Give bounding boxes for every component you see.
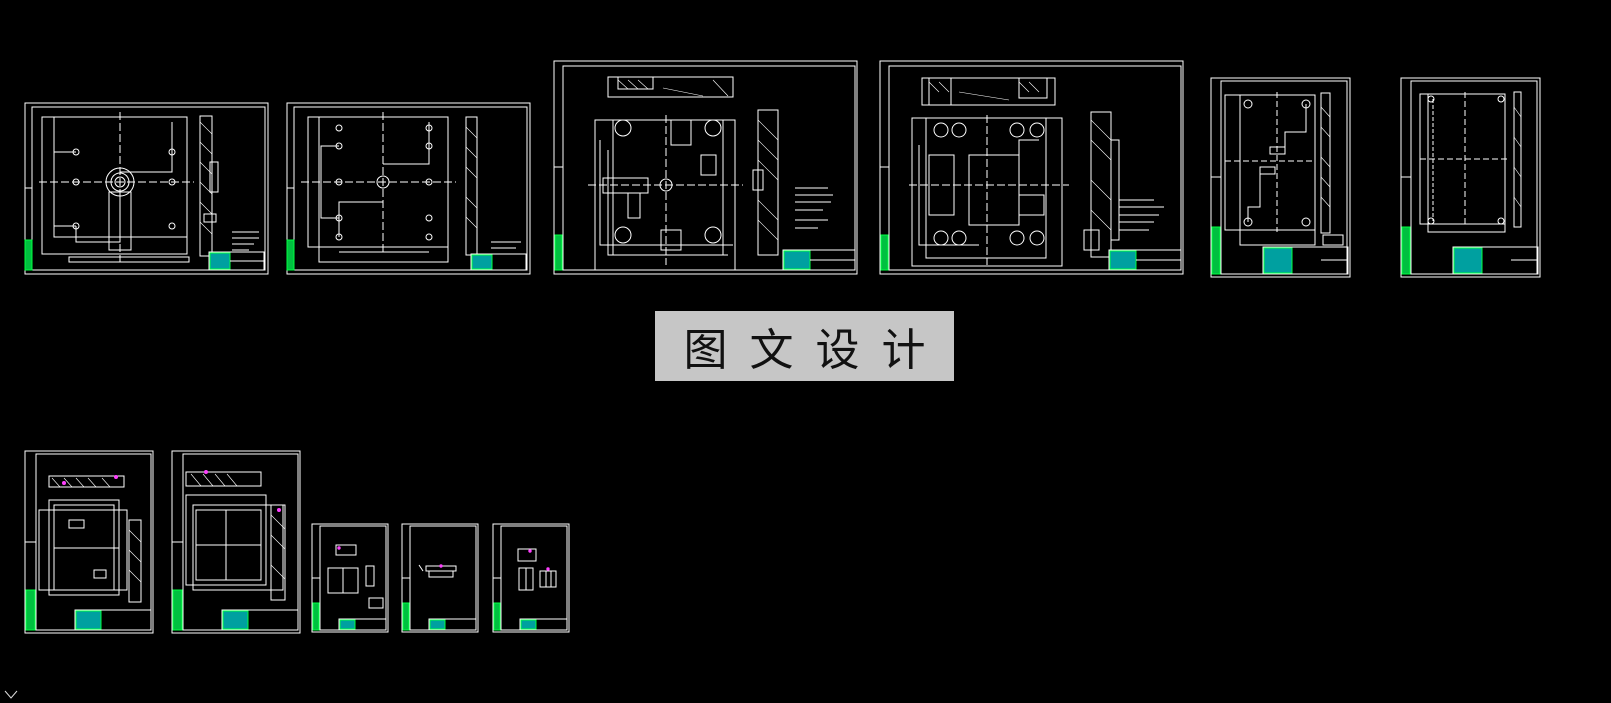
drawing-sheet-6[interactable] — [1400, 77, 1541, 278]
watermark-banner: 图文设计 — [655, 311, 954, 381]
drawing-sheet-1[interactable] — [24, 102, 269, 275]
ucs-icon — [4, 684, 18, 699]
drawing-sheet-8[interactable] — [171, 450, 301, 634]
drawing-sheet-5[interactable] — [1210, 77, 1351, 278]
drawing-sheet-10[interactable] — [401, 523, 479, 633]
watermark-text: 图文设计 — [683, 325, 948, 376]
drawing-sheet-9[interactable] — [311, 523, 389, 633]
drawing-sheet-3[interactable] — [553, 60, 858, 275]
drawing-sheet-7[interactable] — [24, 450, 154, 634]
drawing-sheet-11[interactable] — [492, 523, 570, 633]
drawing-sheet-4[interactable] — [879, 60, 1184, 275]
drawing-sheet-2[interactable] — [286, 102, 531, 275]
